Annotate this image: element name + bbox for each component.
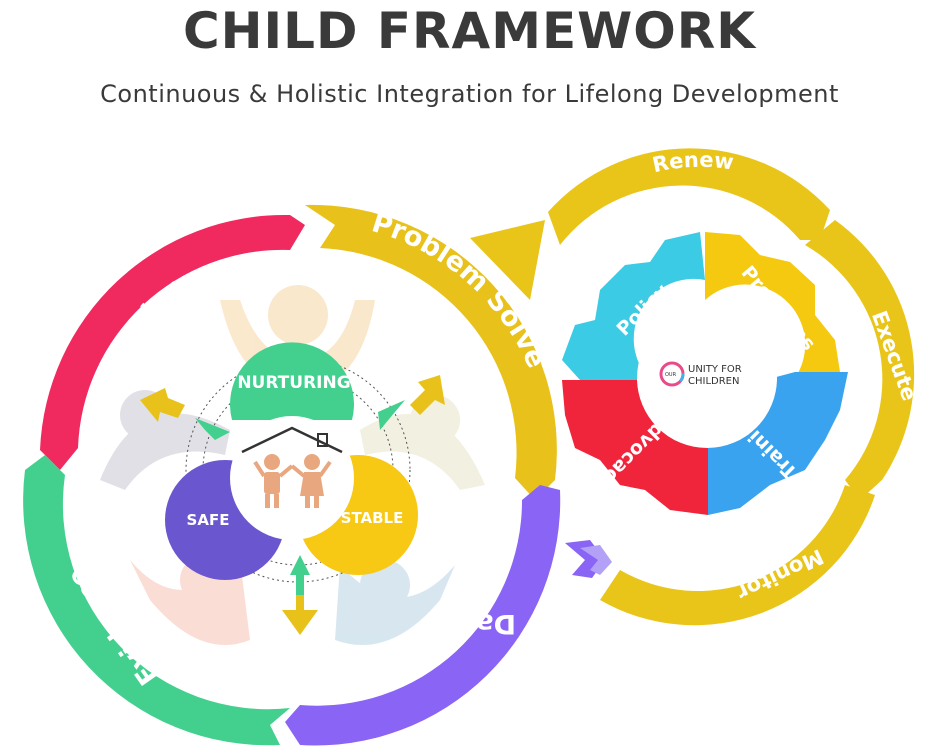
center-hub [230,416,354,540]
gear-puzzle: Policy Programs Training Advocacy OUR UN… [562,232,848,515]
execute-label: Execute [867,308,922,404]
exit-chevrons-icon [565,540,612,578]
data-label: Data [444,608,516,639]
safe-label: SAFE [187,511,230,529]
svg-text:UNITY FOR: UNITY FOR [688,364,742,375]
left-center: NURTURING SAFE STABLE [100,285,485,645]
nurturing-label: NURTURING [237,373,350,393]
svg-text:CHILDREN: CHILDREN [688,376,739,387]
svg-text:OUR: OUR [665,372,677,378]
stable-label: STABLE [341,509,404,527]
